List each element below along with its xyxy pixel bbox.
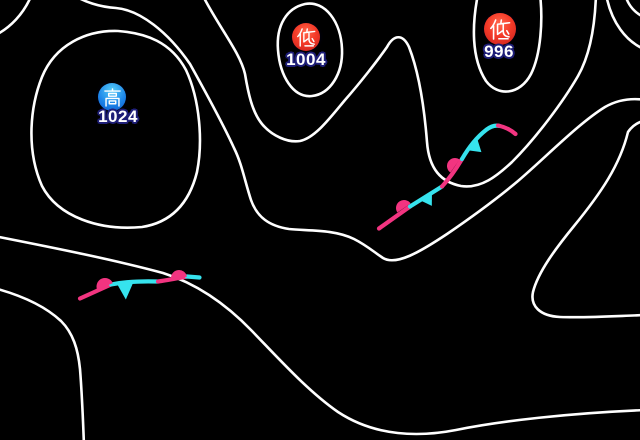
isobar-line — [472, 0, 543, 93]
kanji-low-icon — [489, 18, 510, 40]
kanji-high-icon — [103, 87, 121, 107]
warm-front-semicircle-marker — [96, 278, 113, 290]
warm-front-segment — [495, 123, 518, 137]
stationary-front-southwest — [77, 270, 202, 301]
cold-front-segment — [108, 279, 161, 287]
low-pressure-center-badge-1004: 低 — [292, 23, 320, 51]
cold-front-triangle-marker — [420, 192, 432, 206]
stationary-front-central — [376, 123, 518, 231]
isobar-line — [79, 0, 640, 262]
cold-front-triangle-marker — [468, 139, 482, 153]
isobar-line — [0, 0, 31, 35]
isobar-line — [531, 120, 640, 319]
low-pressure-center-badge-996: 低 — [484, 13, 516, 45]
warm-front-semicircle-marker — [171, 270, 187, 280]
warm-front-segment — [77, 282, 114, 301]
cold-front-segment — [184, 274, 202, 280]
warm-front-semicircle-marker — [396, 200, 411, 213]
isobar-line — [203, 0, 598, 188]
high-pressure-center-badge: 高 — [98, 83, 126, 111]
isobar-line — [276, 2, 344, 98]
high-pressure-value: 1024 — [98, 107, 138, 126]
kanji-low-icon — [296, 27, 315, 47]
cold-front-segment — [459, 123, 503, 162]
cold-front-triangle-marker — [117, 283, 133, 300]
isobar-line — [606, 0, 640, 49]
isobar-line — [0, 235, 640, 436]
isobar-line — [0, 288, 86, 440]
low-pressure-value-1004: 1004 — [286, 50, 326, 69]
warm-front-segment — [439, 156, 465, 189]
isobar-line — [625, 0, 640, 17]
warm-front-semicircle-marker — [447, 158, 460, 173]
low-pressure-value-996: 996 — [484, 42, 514, 61]
warm-front-segment — [376, 204, 413, 231]
isobar-line — [30, 29, 202, 229]
